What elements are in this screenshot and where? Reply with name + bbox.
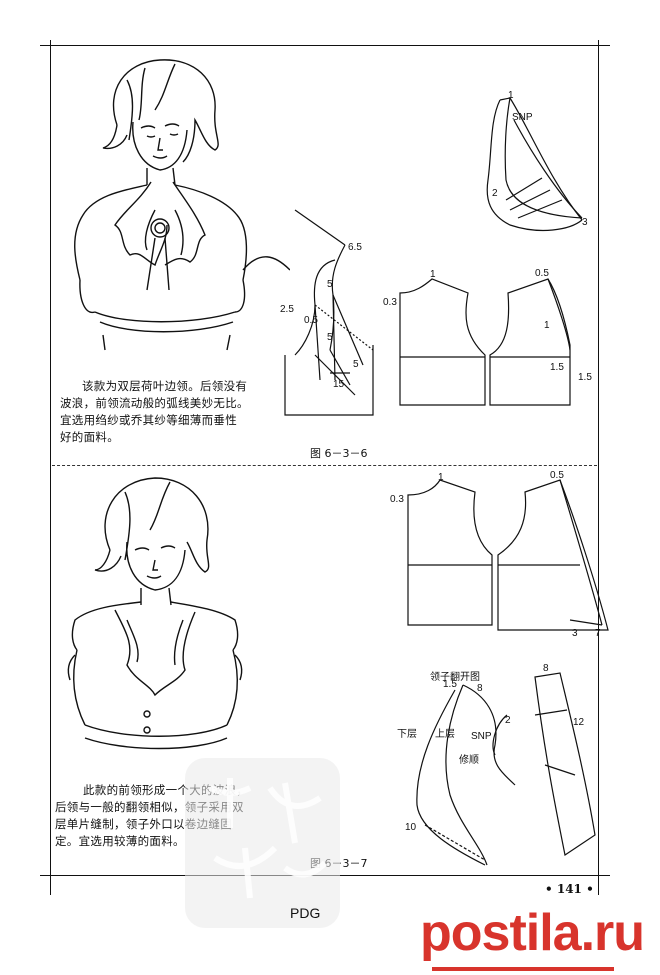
label-2-bottom: 2 (505, 715, 511, 726)
label-6-5: 6.5 (348, 242, 362, 253)
label-3-collar: 3 (582, 217, 588, 228)
brand-underline (432, 967, 614, 971)
label-1-5-top: 1.5 (550, 362, 564, 373)
label-2-collar: 2 (492, 188, 498, 199)
left-margin-rule (50, 40, 51, 895)
caption-bottom-line-4: 定。宜选用较薄的面料。 (55, 834, 185, 848)
section-divider (52, 465, 597, 466)
label-upper-layer: 上层 (435, 728, 455, 740)
top-collar-draft: 1 SNP 2 3 (486, 90, 588, 231)
label-0-5-top: 0.5 (535, 268, 549, 279)
label-1-5-bottom: 1.5 (443, 679, 457, 690)
label-8-left: 8 (477, 683, 483, 694)
label-1-back: 1 (430, 269, 436, 280)
bottom-bodice-blocks: 1 0.3 0.5 3 7 (390, 470, 609, 639)
label-5-a: 5 (327, 279, 333, 290)
caption-top-line-3: 宜选用绉纱或乔其纱等细薄而垂性 (60, 413, 237, 427)
page-number: • 141 • (545, 882, 594, 896)
caption-top-line-1: 该款为双层荷叶边领。后领没有 (82, 379, 248, 393)
top-bodice-blocks: 1 0.3 0.5 1 1.5 1.5 (383, 268, 592, 406)
label-0-5-a: 0.5 (304, 315, 318, 326)
top-fashion-illustration (74, 59, 290, 351)
label-trim: 修顺 (459, 753, 479, 766)
label-lower-layer: 下层 (397, 728, 417, 740)
caption-top: 该款为双层荷叶边领。后领没有 波浪，前领流动般的弧线美妙无比。 宜选用绉纱或乔其… (60, 378, 270, 446)
label-1-front: 1 (544, 320, 550, 331)
caption-top-line-2: 波浪，前领流动般的弧线美妙无比。 (60, 396, 249, 410)
label-collar-unfold: 领子翻开图 (430, 670, 480, 683)
label-2-5: 2.5 (280, 304, 294, 315)
label-0-3-bottom: 0.3 (390, 494, 404, 505)
label-1-bottom-back: 1 (438, 472, 444, 483)
label-snp-top: SNP (512, 112, 533, 123)
label-0-3-top: 0.3 (383, 297, 397, 308)
label-0-5-bottom: 0.5 (550, 470, 564, 481)
label-7-bottom: 7 (595, 628, 601, 639)
right-margin-rule (598, 40, 599, 895)
top-rule (40, 45, 610, 46)
figure-label-top: 图 6－3－6 (310, 447, 368, 460)
label-10: 10 (405, 822, 417, 833)
caption-top-line-4: 好的面料。 (60, 430, 119, 444)
label-5-b: 5 (327, 332, 333, 343)
brand-logo[interactable]: postila.ru (420, 904, 645, 962)
label-1-5-top-b: 1.5 (578, 372, 592, 383)
label-15: 15 (333, 379, 345, 390)
label-snp-bottom: SNP (471, 731, 492, 742)
watermark-seal: PDG (185, 758, 340, 928)
top-front-pattern: 6.5 5 2.5 0.5 5 5 15 (280, 209, 374, 416)
bottom-fashion-illustration (67, 477, 243, 750)
label-8-right: 8 (543, 663, 549, 674)
label-1-collar: 1 (508, 90, 514, 101)
label-3-bottom: 3 (572, 628, 578, 639)
watermark-pdg: PDG (290, 905, 320, 921)
label-5-c: 5 (353, 359, 359, 370)
label-12: 12 (573, 717, 585, 728)
bottom-collar-draft: 领子翻开图 1.5 8 8 2 12 下层 上层 SNP 修顺 10 (397, 663, 596, 866)
